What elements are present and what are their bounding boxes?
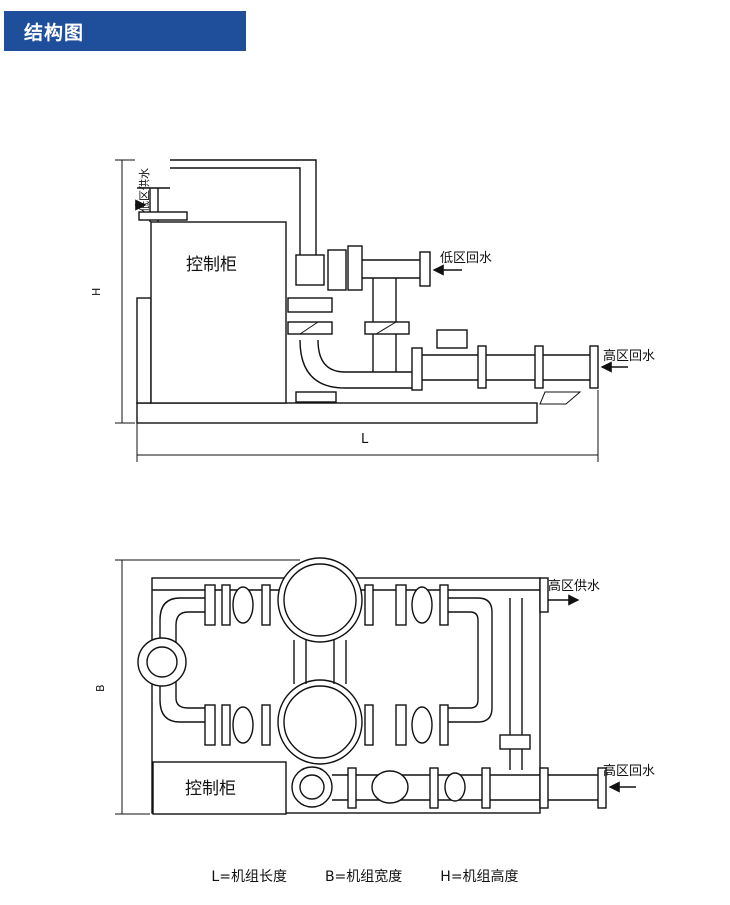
check-valve [499, 734, 531, 750]
low-return-label: 低区回水 [440, 251, 492, 266]
legend-width: B=机组宽度 [324, 869, 403, 885]
bottom-pump [291, 766, 333, 808]
page-title: 结构图 [24, 21, 85, 44]
side-view: 控制柜 低区回水 低区供水 [90, 159, 655, 462]
upper-valve [327, 249, 347, 291]
base-post [136, 297, 152, 404]
pump-bottom [277, 679, 363, 765]
right-loop-pipe [448, 597, 493, 723]
low-supply-label: 低区供水 [137, 168, 151, 212]
control-cabinet-top [152, 761, 287, 815]
control-cabinet-top-label: 控制柜 [185, 779, 236, 799]
low-supply-flange [138, 211, 188, 221]
high-return-top-label: 高区回水 [603, 763, 655, 779]
valve-bottom-2 [364, 704, 374, 746]
high-supply-label: 高区供水 [548, 578, 600, 594]
length-dim-label: L [361, 432, 369, 447]
pump-body-1 [295, 254, 325, 286]
header-bar: 结构图 [4, 11, 246, 51]
pump-flange-1 [287, 297, 333, 313]
valve-top-1 [204, 584, 216, 626]
top-view: 高区供水 控制柜 高区回水 B [94, 557, 655, 815]
valve-top-2 [364, 584, 374, 626]
legend-length: L=机组长度 [211, 869, 287, 885]
valve-2 [364, 321, 410, 335]
left-port [137, 637, 187, 687]
width-dim-label: B [94, 684, 107, 692]
pressure-tank [436, 329, 468, 349]
rear-riser [170, 159, 317, 258]
control-cabinet [150, 221, 287, 404]
height-dim-label: H [90, 288, 103, 296]
legend-height: H=机组高度 [440, 869, 519, 885]
valve-bottom-1 [204, 704, 216, 746]
high-return-label: 高区回水 [603, 348, 655, 364]
valve-1 [287, 321, 333, 335]
pump-top [277, 557, 363, 643]
control-cabinet-label: 控制柜 [186, 255, 237, 275]
legend: L=机组长度 B=机组宽度 H=机组高度 [0, 866, 730, 886]
base-frame [136, 402, 538, 424]
elbow-pipe [299, 339, 415, 389]
